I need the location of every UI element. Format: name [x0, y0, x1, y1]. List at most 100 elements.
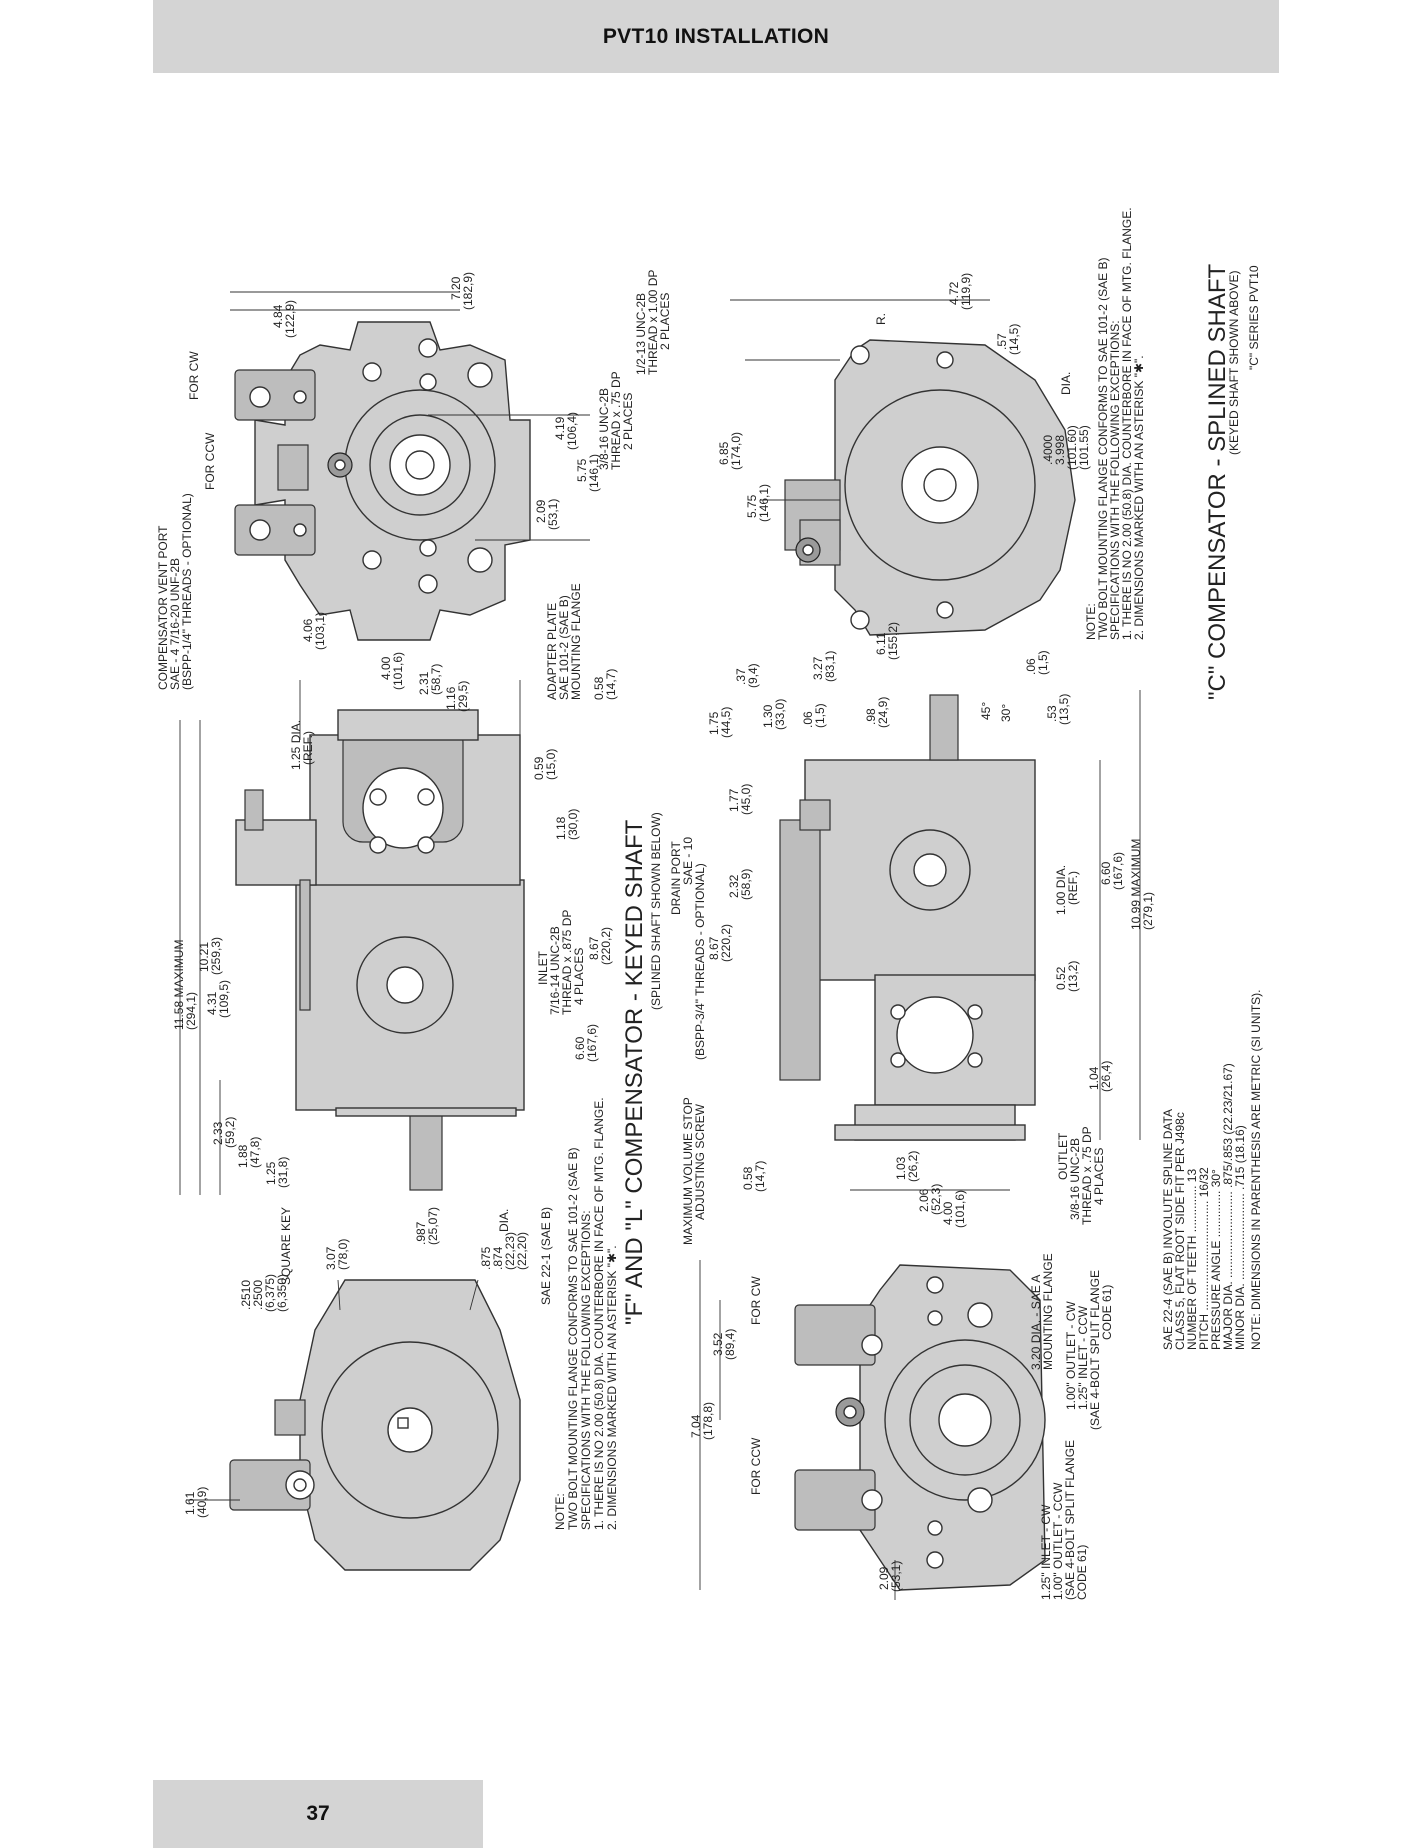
dia-4000-e: DIA. — [1059, 372, 1073, 395]
thread-38-1: THREAD x .75 DP — [609, 371, 623, 470]
spline-3: PITCH ................................. … — [1197, 1167, 1211, 1350]
square-key: SQUARE KEY — [279, 1207, 293, 1285]
dim-052-a: 0.52 — [1054, 966, 1068, 990]
dim-875-c: (22,23) — [503, 1232, 517, 1270]
dim-116-a: 1.16 — [444, 686, 458, 710]
dim-660b-a: 6.60 — [1099, 861, 1113, 885]
flange-320-0: 3.20 DIA. - SAE A — [1029, 1275, 1043, 1370]
dim-987-b: (25,07) — [426, 1207, 440, 1245]
fl-front-view — [186, 1279, 521, 1571]
drain-port-2: (BSPP-3/4" THREADS - OPTIONAL) — [693, 863, 707, 1060]
outlet-cw-0: 1.00" OUTLET - CW — [1064, 1301, 1078, 1410]
c-note-3: 1. THERE IS NO 2.00 (50.8) DIA. COUNTERB… — [1120, 207, 1134, 640]
dim-209b-b: (53,1) — [889, 1561, 903, 1592]
dia-4000-d: (101.55) — [1077, 425, 1091, 470]
comp-vent-2: (BSPP-1/4" THREADS - OPTIONAL) — [180, 493, 194, 690]
dim-059-b: (15,0) — [544, 749, 558, 780]
dim-875-e: DIA. — [497, 1209, 511, 1232]
dim-175-b: (44,5) — [719, 707, 733, 738]
dim-327-b: (83,1) — [823, 651, 837, 682]
dim-575b-a: 5.75 — [745, 494, 759, 518]
outlet-cw-2: (SAE 4-BOLT SPLIT FLANGE — [1088, 1270, 1102, 1430]
dim-867a-a: 8.67 — [587, 936, 601, 960]
angle-30: 30° — [999, 704, 1013, 722]
flange-320-1: MOUNTING FLANGE — [1041, 1253, 1055, 1370]
dim-161-b: (40,9) — [195, 1487, 209, 1518]
page-header: PVT10 INSTALLATION — [153, 0, 1279, 73]
page-footer: 37 — [153, 1780, 483, 1848]
for-cw-top: FOR CW — [187, 351, 201, 400]
dim-130-a: 1.30 — [761, 704, 775, 728]
spline-0: SAE 22-4 (SAE B) INVOLUTE SPLINE DATA — [1161, 1109, 1175, 1350]
dim-400a-b: (101,6) — [391, 652, 405, 690]
dim-660a-a: 6.60 — [573, 1036, 587, 1060]
dim-177-a: 1.77 — [727, 788, 741, 812]
page-number: 37 — [306, 1802, 330, 1825]
dim-406-a: 4.06 — [301, 618, 315, 642]
dim-006b-a: .06 — [1024, 658, 1038, 675]
inlet-3: 4 PLACES — [572, 948, 586, 1005]
dim-206-a: 2.06 — [917, 1188, 931, 1212]
for-ccw-bottom: FOR CCW — [749, 1437, 763, 1495]
dim-104-b: (26,4) — [1099, 1061, 1113, 1092]
outlet-cw-1: 1.25" INLET - CCW — [1076, 1305, 1090, 1410]
fl-rear-end-view — [230, 291, 590, 641]
adapter-plate-1: SAE 101-2 (SAE B) — [557, 595, 571, 700]
dim-209a-a: 2.09 — [534, 499, 548, 523]
max-vol-1: ADJUSTING SCREW — [693, 1103, 707, 1220]
dim-400b-b: (101,6) — [953, 1190, 967, 1228]
dim-352-a: 3.52 — [711, 1332, 725, 1356]
dim-130-b: (33,0) — [773, 699, 787, 730]
fl-note-1: TWO BOLT MOUNTING FLANGE CONFORMS TO SAE… — [566, 1147, 580, 1530]
dim-125-b: (31,8) — [276, 1157, 290, 1188]
dim-231-a: 2.31 — [417, 671, 431, 695]
dim-118-b: (30,0) — [566, 809, 580, 840]
outlet-2: THREAD x .75 DP — [1080, 1126, 1094, 1225]
page-title: PVT10 INSTALLATION — [602, 24, 830, 48]
r-label: R. — [874, 313, 888, 325]
fl-side-view — [179, 680, 525, 1195]
dim-233-a: 2.33 — [211, 1121, 225, 1145]
inlet-cw-0: 1.25" INLET - CW — [1039, 1504, 1053, 1600]
fl-note-0: NOTE: — [553, 1493, 567, 1530]
dim-059-a: 0.59 — [532, 756, 546, 780]
dim-161-a: 1.61 — [183, 1491, 197, 1515]
dim-098-a: .98 — [864, 708, 878, 725]
dim-472-b: (119,9) — [959, 273, 973, 310]
thread-half-1: THREAD x 1.00 DP — [646, 270, 660, 375]
drain-port-1: SAE - 10 — [681, 837, 695, 885]
dim-118-a: 1.18 — [554, 816, 568, 840]
comp-vent-1: SAE - 4 7/16-20 UNF-2B — [168, 558, 182, 690]
inlet-2: THREAD x .875 DP — [560, 910, 574, 1015]
dim-720-b: (182,9) — [461, 272, 475, 310]
dim-188-b: (47,8) — [248, 1137, 262, 1168]
dim-2510-d: (6,350) — [275, 1274, 289, 1312]
thread-half-0: 1/2-13 UNC-2B — [634, 293, 648, 375]
c-note-0: NOTE: — [1084, 603, 1098, 640]
outlet-1: 3/8-16 UNC-2B — [1068, 1138, 1082, 1220]
c-note-1: TWO BOLT MOUNTING FLANGE CONFORMS TO SAE… — [1096, 257, 1110, 640]
dim-116-b: (29,5) — [456, 681, 470, 712]
dim-875-b: .874 — [491, 1246, 505, 1270]
for-ccw-top: FOR CCW — [203, 432, 217, 490]
dim-419-a: 4.19 — [553, 416, 567, 440]
fl-note-2: SPECIFICATIONS WITH THE FOLLOWING EXCEPT… — [579, 1210, 593, 1530]
dim-875-a: .875 — [479, 1246, 493, 1270]
thread-38-2: 2 PLACES — [621, 393, 635, 450]
c-rear-end-view — [730, 299, 1076, 636]
comp-vent-0: COMPENSATOR VENT PORT — [156, 525, 170, 690]
inlet-cw-3: CODE 61) — [1075, 1545, 1089, 1600]
spline-6: MINOR DIA. .......................... .7… — [1233, 1125, 1247, 1350]
dim-611-b: (155,2) — [886, 622, 900, 660]
dim-1158-a: 11.58 MAXIMUM — [172, 940, 186, 1030]
for-cw-bottom: FOR CW — [749, 1276, 763, 1325]
dim-431-b: (109,5) — [217, 980, 231, 1018]
outlet-3: 4 PLACES — [1092, 1148, 1106, 1205]
dim-006a-b: (1,5) — [813, 703, 827, 728]
c-annotations: "C" COMPENSATOR - SPLINED SHAFT (KEYED S… — [669, 207, 1263, 1600]
dim-1021-b: (259,3) — [209, 937, 223, 975]
dim-1021-a: 10.21 — [197, 942, 211, 972]
sae-221: SAE 22-1 (SAE B) — [539, 1207, 553, 1305]
dim-233-b: (59,2) — [223, 1117, 237, 1148]
dim-400b-a: 4.00 — [941, 1201, 955, 1225]
